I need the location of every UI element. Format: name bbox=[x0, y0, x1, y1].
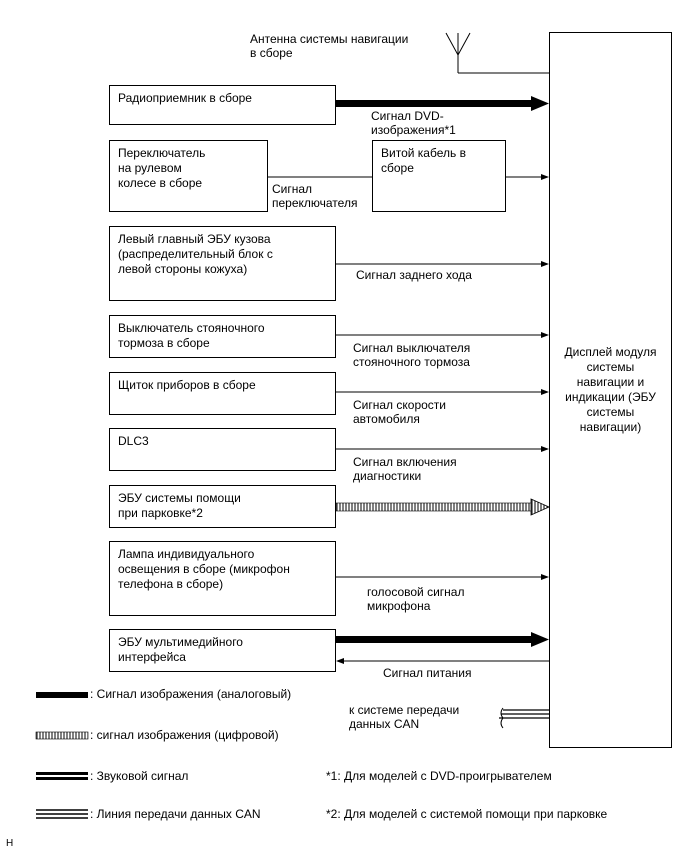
can-line bbox=[499, 707, 549, 729]
display-module-label: Дисплей модуля системы навигации и индик… bbox=[564, 345, 657, 434]
room-lamp-box: Лампа индивидуального освещения в сборе … bbox=[109, 541, 336, 616]
legend-digital-symbol bbox=[35, 731, 89, 740]
parking-assist-ecu-box: ЭБУ системы помощи при парковке*2 bbox=[109, 485, 336, 528]
parking-brake-switch-box: Выключатель стояночного тормоза в сборе bbox=[109, 315, 336, 358]
signal-power-label: Сигнал питания bbox=[383, 666, 472, 680]
steering-switch-box: Переключатель на рулевом колесе в сборе bbox=[109, 140, 268, 212]
legend-analog-symbol bbox=[36, 692, 88, 698]
signal-brake-label: Сигнал выключателя стояночного тормоза bbox=[353, 341, 471, 369]
legend-audio-label: : Звуковой сигнал bbox=[90, 769, 189, 783]
note-parking: *2: Для моделей с системой помощи при па… bbox=[326, 807, 608, 821]
line-mic-display bbox=[336, 574, 549, 580]
corner-mark: H bbox=[6, 838, 14, 849]
signal-diag-label: Сигнал включения диагностики bbox=[353, 455, 457, 483]
line-radio-display bbox=[336, 96, 549, 111]
display-module-box: Дисплей модуля системы навигации и индик… bbox=[549, 32, 672, 748]
multimedia-ecu-box: ЭБУ мультимедийного интерфейса bbox=[109, 629, 336, 672]
can-label: к системе передачи данных CAN bbox=[349, 703, 460, 731]
legend-digital-label: : сигнал изображения (цифровой) bbox=[90, 728, 279, 742]
line-cable-display bbox=[506, 174, 549, 180]
spiral-cable-box: Витой кабель в сборе bbox=[372, 140, 506, 212]
legend-can-symbol bbox=[36, 809, 88, 819]
antenna-symbol bbox=[445, 32, 549, 74]
note-dvd: *1: Для моделей с DVD-проигрывателем bbox=[326, 769, 552, 783]
legend-analog-label: : Сигнал изображения (аналоговый) bbox=[90, 687, 292, 701]
signal-dvd-label: Сигнал DVD- изображения*1 bbox=[371, 109, 456, 137]
legend-audio-symbol bbox=[36, 772, 88, 780]
signal-switch-label: Сигнал переключателя bbox=[272, 182, 358, 210]
legend-can-label: : Линия передачи данных CAN bbox=[90, 807, 261, 821]
line-bodyecu-display bbox=[336, 261, 549, 267]
meter-box: Щиток приборов в сборе bbox=[109, 372, 336, 415]
signal-mic-label: голосовой сигнал микрофона bbox=[367, 585, 465, 613]
line-dlc3-display bbox=[336, 446, 549, 452]
antenna-label: Антенна системы навигации в сборе bbox=[250, 32, 409, 60]
line-power-multimedia bbox=[336, 658, 549, 664]
line-brake-display bbox=[336, 332, 549, 338]
radio-box: Радиоприемник в сборе bbox=[109, 85, 336, 125]
dlc3-box: DLC3 bbox=[109, 428, 336, 471]
signal-reverse-label: Сигнал заднего хода bbox=[356, 268, 472, 282]
line-parkassist-display bbox=[335, 498, 550, 516]
line-meter-display bbox=[336, 389, 549, 395]
signal-speed-label: Сигнал скорости автомобиля bbox=[353, 398, 446, 426]
line-multimedia-display bbox=[336, 632, 549, 647]
body-ecu-box: Левый главный ЭБУ кузова (распределитель… bbox=[109, 226, 336, 301]
